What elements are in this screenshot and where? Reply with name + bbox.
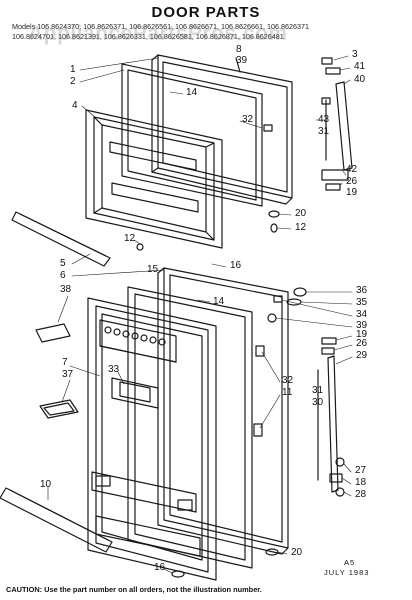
egg-tray [39,399,79,419]
upper-hinge-assembly [136,57,353,251]
callout-8: 8 [236,44,242,55]
callout-31: 31 [312,385,324,396]
callout-37: 37 [62,369,74,380]
callout-2: 2 [70,76,76,87]
callout-39: 39 [236,55,248,66]
callout-26: 26 [346,176,358,187]
lower-hinge-assembly [171,287,345,578]
callout-32: 32 [282,375,294,386]
revision-code: A5 [344,558,356,567]
callout-19: 19 [346,187,358,198]
page-title: DOOR PARTS [151,4,261,21]
leader-lines [47,55,353,574]
callout-39: 39 [356,320,368,331]
fresh-food-door-gasket [127,286,253,569]
freezer-door-liner [85,109,223,249]
callout-41: 41 [354,61,366,72]
callout-4: 4 [72,100,78,111]
callout-32: 32 [242,114,254,125]
callout-19: 19 [356,329,368,340]
callout-29: 29 [356,350,368,361]
callout-16: 16 [154,562,166,573]
callout-14: 14 [213,296,225,307]
callout-28: 28 [355,489,367,500]
callout-3: 3 [352,49,358,60]
butter-compartment-door [35,323,71,343]
callout-34: 34 [356,309,368,320]
callout-18: 18 [355,477,367,488]
callout-12: 12 [124,233,136,244]
callout-12: 12 [295,222,307,233]
callout-42: 42 [346,164,358,175]
fresh-food-shelf-bar [0,487,113,553]
callout-20: 20 [295,208,307,219]
callout-35: 35 [356,297,368,308]
fresh-food-door-outer-panel [157,267,289,555]
callout-numbers: 1248391432341404331422619201212165638151… [40,44,368,573]
callout-11: 11 [282,387,293,398]
fresh-food-door-liner [87,297,217,581]
callout-7: 7 [62,357,68,368]
callout-5: 5 [60,258,66,269]
model-list: Models 106.8624370, 106.8626371, 106.862… [12,22,402,41]
callout-10: 10 [40,479,52,490]
callout-16: 16 [230,260,242,271]
callout-38: 38 [60,284,72,295]
callout-33: 33 [108,364,120,375]
callout-43: 43 [318,114,330,125]
revision-date: JULY 1983 [324,568,370,577]
freezer-door-gasket [121,63,263,207]
callout-30: 30 [312,397,324,408]
callout-6: 6 [60,270,66,281]
callout-36: 36 [356,285,368,296]
callout-14: 14 [186,87,198,98]
caution-note: CAUTION: Use the part number on all orde… [6,585,262,594]
callout-27: 27 [355,465,367,476]
model-line: Models 106.8624370, 106.8626371, 106.862… [12,22,309,31]
callout-20: 20 [291,547,303,558]
callout-1: 1 [70,64,76,75]
callout-26: 26 [356,338,368,349]
callout-40: 40 [354,74,366,85]
callout-15: 15 [147,264,159,275]
callout-31: 31 [318,126,330,137]
model-line: 106.8624701, 106.8621391, 106.8626331, 1… [12,31,284,41]
freezer-shelf-bar [11,211,111,267]
watermark: AppliancePartsPros.com [28,22,288,45]
